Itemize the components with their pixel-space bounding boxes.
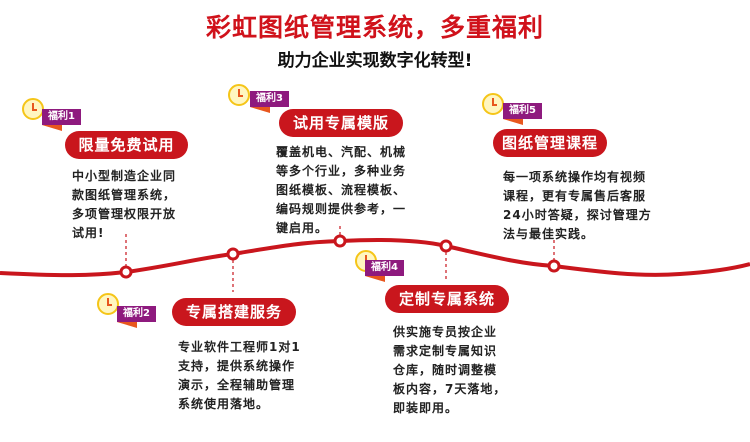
timeline-node-5	[547, 259, 561, 273]
clock-icon	[482, 93, 504, 115]
benefit-badge-4: 福利4	[365, 260, 404, 282]
benefit-title-2: 专属搭建服务	[172, 298, 296, 326]
benefit-badge-3: 福利3	[250, 91, 289, 113]
timeline-node-3	[333, 234, 347, 248]
clock-icon	[97, 293, 119, 315]
timeline-node-2	[226, 247, 240, 261]
benefit-text-2: 专业软件工程师1对1 支持，提供系统操作 演示，全程辅助管理 系统使用落地。	[178, 340, 301, 411]
benefit-badge-2: 福利2	[117, 306, 156, 328]
page-subtitle: 助力企业实现数字化转型!	[277, 51, 473, 71]
benefit-text-5: 每一项系统操作均有视频 课程，更有专属售后客服 24小时答疑，探讨管理方 法与最…	[503, 170, 652, 241]
benefit-title-4: 定制专属系统	[385, 285, 509, 313]
benefit-title-5: 图纸管理课程	[493, 129, 607, 157]
clock-icon	[22, 98, 44, 120]
benefit-title-1: 限量免费试用	[65, 131, 188, 159]
clock-icon	[228, 84, 250, 106]
timeline-node-4	[439, 239, 453, 253]
benefit-text-1: 中小型制造企业同 款图纸管理系统， 多项管理权限开放 试用!	[72, 169, 177, 240]
benefit-text-3: 覆盖机电、汽配、机械 等多个行业，多种业务 图纸模板、流程模板、 编码规则提供参…	[276, 145, 407, 235]
benefit-badge-5: 福利5	[503, 103, 542, 125]
benefit-badge-1: 福利1	[42, 109, 81, 131]
page-title: 彩虹图纸管理系统，多重福利	[205, 13, 544, 42]
benefit-title-3: 试用专属模版	[279, 109, 403, 137]
timeline-node-1	[119, 265, 133, 279]
benefit-text-4: 供实施专员按企业 需求定制专属知识 仓库，随时调整模 板内容，7天落地， 即装即…	[393, 325, 507, 415]
